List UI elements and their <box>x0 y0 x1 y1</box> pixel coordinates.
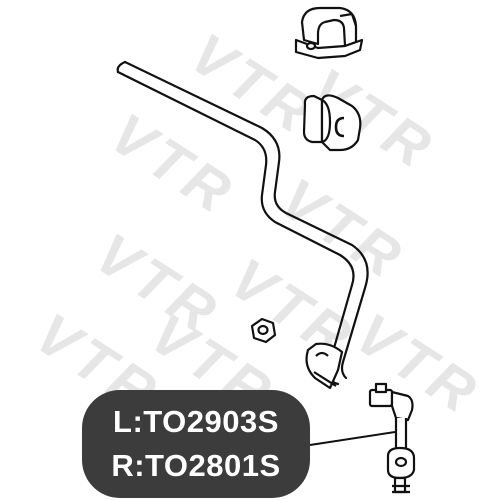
part-number-label: L:TO2903S R:TO2801S <box>82 390 310 498</box>
nut-icon <box>250 317 277 344</box>
left-part-number: L:TO2903S <box>113 404 279 439</box>
stabilizer-link-icon <box>368 382 416 494</box>
bushing-icon <box>302 94 362 152</box>
bar-end-mount-icon <box>305 342 344 390</box>
bushing-clamp-icon <box>294 6 364 60</box>
right-part-number: R:TO2801S <box>111 448 281 483</box>
leader-line <box>309 431 396 446</box>
